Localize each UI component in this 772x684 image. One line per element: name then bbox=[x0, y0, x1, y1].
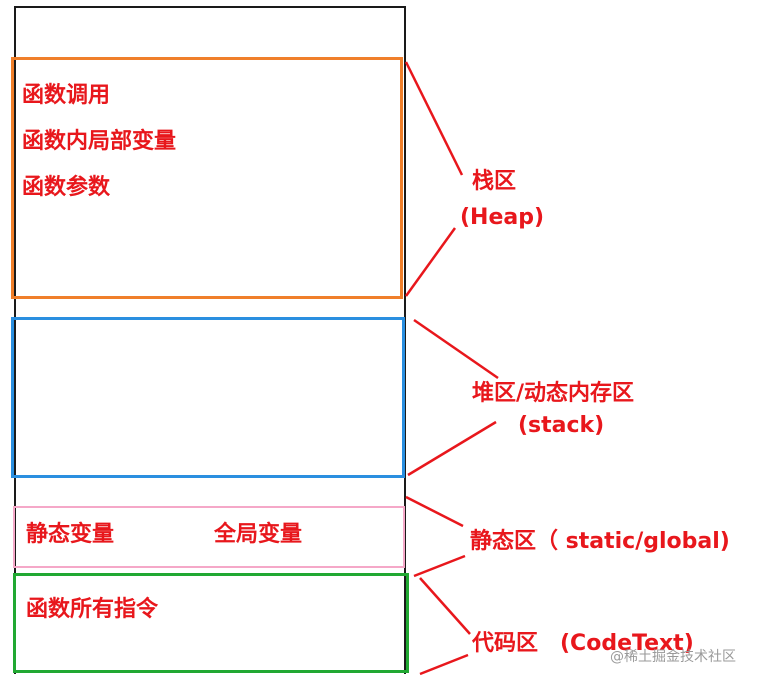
stack-item-function-call: 函数调用 bbox=[22, 83, 111, 108]
memory-column-outline bbox=[14, 6, 406, 674]
code-pointer-bottom bbox=[419, 653, 469, 676]
heap-region-box bbox=[11, 317, 405, 478]
watermark: @稀土掘金技术社区 bbox=[610, 649, 736, 665]
stack-region-label: 栈区 bbox=[472, 169, 517, 194]
static-pointer-top bbox=[405, 495, 464, 528]
static-region-box bbox=[13, 506, 405, 568]
stack-region-sublabel: (Heap) bbox=[460, 205, 545, 230]
heap-pointer-top bbox=[413, 318, 499, 380]
stack-item-local-variables: 函数内局部变量 bbox=[22, 129, 177, 154]
heap-region-sublabel: (stack) bbox=[518, 413, 605, 438]
stack-pointer-top bbox=[404, 61, 464, 176]
stack-region-box bbox=[11, 57, 403, 299]
code-region-label: 代码区 (CodeText) bbox=[472, 631, 694, 656]
static-pointer-bottom bbox=[413, 554, 466, 578]
heap-pointer-bottom bbox=[407, 420, 497, 477]
code-pointer-top bbox=[419, 577, 471, 635]
static-item-global-variables: 全局变量 bbox=[214, 522, 303, 547]
heap-region-label: 堆区/动态内存区 bbox=[472, 381, 635, 406]
code-region-box bbox=[13, 573, 409, 673]
static-region-label: 静态区（ static/global) bbox=[470, 529, 730, 554]
stack-item-function-params: 函数参数 bbox=[22, 175, 111, 200]
code-item-function-instructions: 函数所有指令 bbox=[26, 597, 159, 622]
static-item-static-variables: 静态变量 bbox=[26, 522, 115, 547]
stack-pointer-bottom bbox=[404, 227, 457, 297]
